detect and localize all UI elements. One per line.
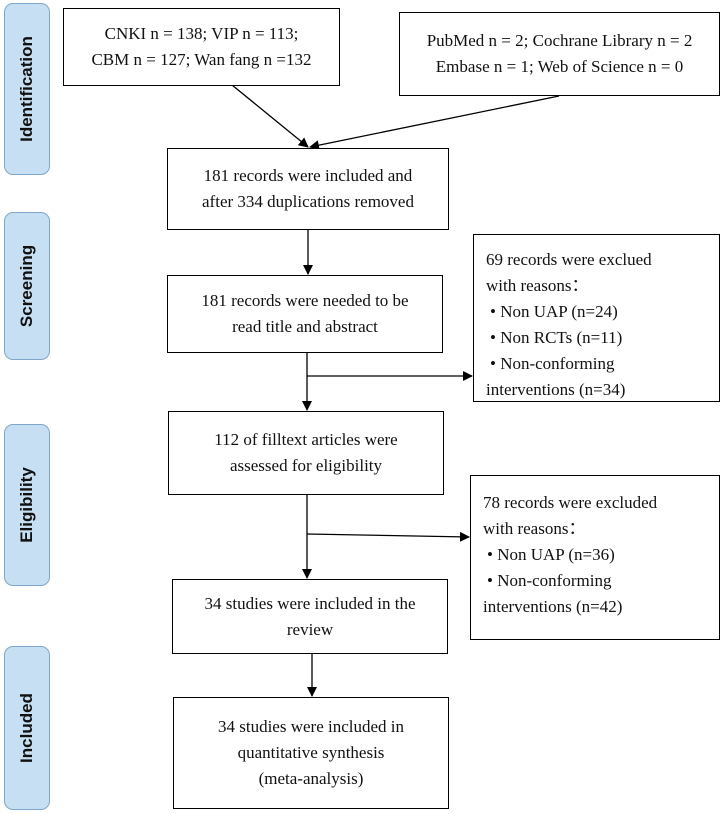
exclusion-reason: interventions (n=34) [486,380,626,399]
box-line: assessed for eligibility [229,456,383,475]
stage-eligibility: Eligibility [4,424,50,586]
exclusion-heading: 69 records were exclued [486,250,652,269]
box-line: PubMed n = 2; Cochrane Library n = 2 [426,31,693,50]
screening-exclusion-box: 69 records were exclued with reasons： • … [473,234,720,402]
exclusion-heading: 78 records were excluded [483,493,658,512]
chinese-databases-box: CNKI n = 138; VIP n = 113; CBM n = 127; … [63,8,340,86]
box-line: Embase n = 1; Web of Science n = 0 [435,57,684,76]
arrow-chinese-to-merge [231,84,309,148]
arrow-eligibility-exclusion [306,531,470,542]
exclusion-reason: • Non UAP (n=36) [487,545,615,564]
box-line: 112 of filltext articles were [214,430,398,449]
title-abstract-box: 181 records were needed to be read title… [167,275,443,353]
stage-screening: Screening [4,212,50,360]
box-line: CNKI n = 138; VIP n = 113; [104,24,299,43]
box-line: 181 records were included and [203,166,413,185]
exclusion-reason: • Non UAP (n=24) [490,302,618,321]
stage-identification: Identification [4,3,50,175]
box-line: 34 studies were included in [217,717,404,736]
exclusion-reason: • Non-conforming [490,354,615,373]
exclusion-heading: with reasons： [486,276,589,295]
synthesis-box: 34 studies were included in quantitative… [173,697,449,809]
after-duplicates-box: 181 records were included and after 334 … [167,148,449,230]
box-line: (meta-analysis) [258,769,364,788]
box-line: 34 studies were included in the [204,593,416,613]
exclusion-reason: interventions (n=42) [483,597,623,616]
box-line: CBM n = 127; Wan fang n =132 [91,50,312,69]
stage-included: Included [4,646,50,810]
review-box: 34 studies were included in the review [172,579,448,654]
eligibility-exclusion-box: 78 records were excluded with reasons： •… [470,475,720,640]
box-line: 181 records were needed to be [201,291,409,310]
exclusion-reason: • Non-conforming [487,571,612,590]
exclusion-heading: with reasons： [483,519,586,538]
box-line: after 334 duplications removed [202,192,414,211]
box-line: read title and abstract [232,317,378,336]
fulltext-box: 112 of filltext articles were assessed f… [168,411,444,495]
english-databases-box: PubMed n = 2; Cochrane Library n = 2 Emb… [399,12,720,96]
exclusion-reason: • Non RCTs (n=11) [490,328,623,347]
box-line: review [286,619,334,639]
box-line: quantitative synthesis [237,743,385,762]
arrow-english-to-merge [309,95,560,151]
